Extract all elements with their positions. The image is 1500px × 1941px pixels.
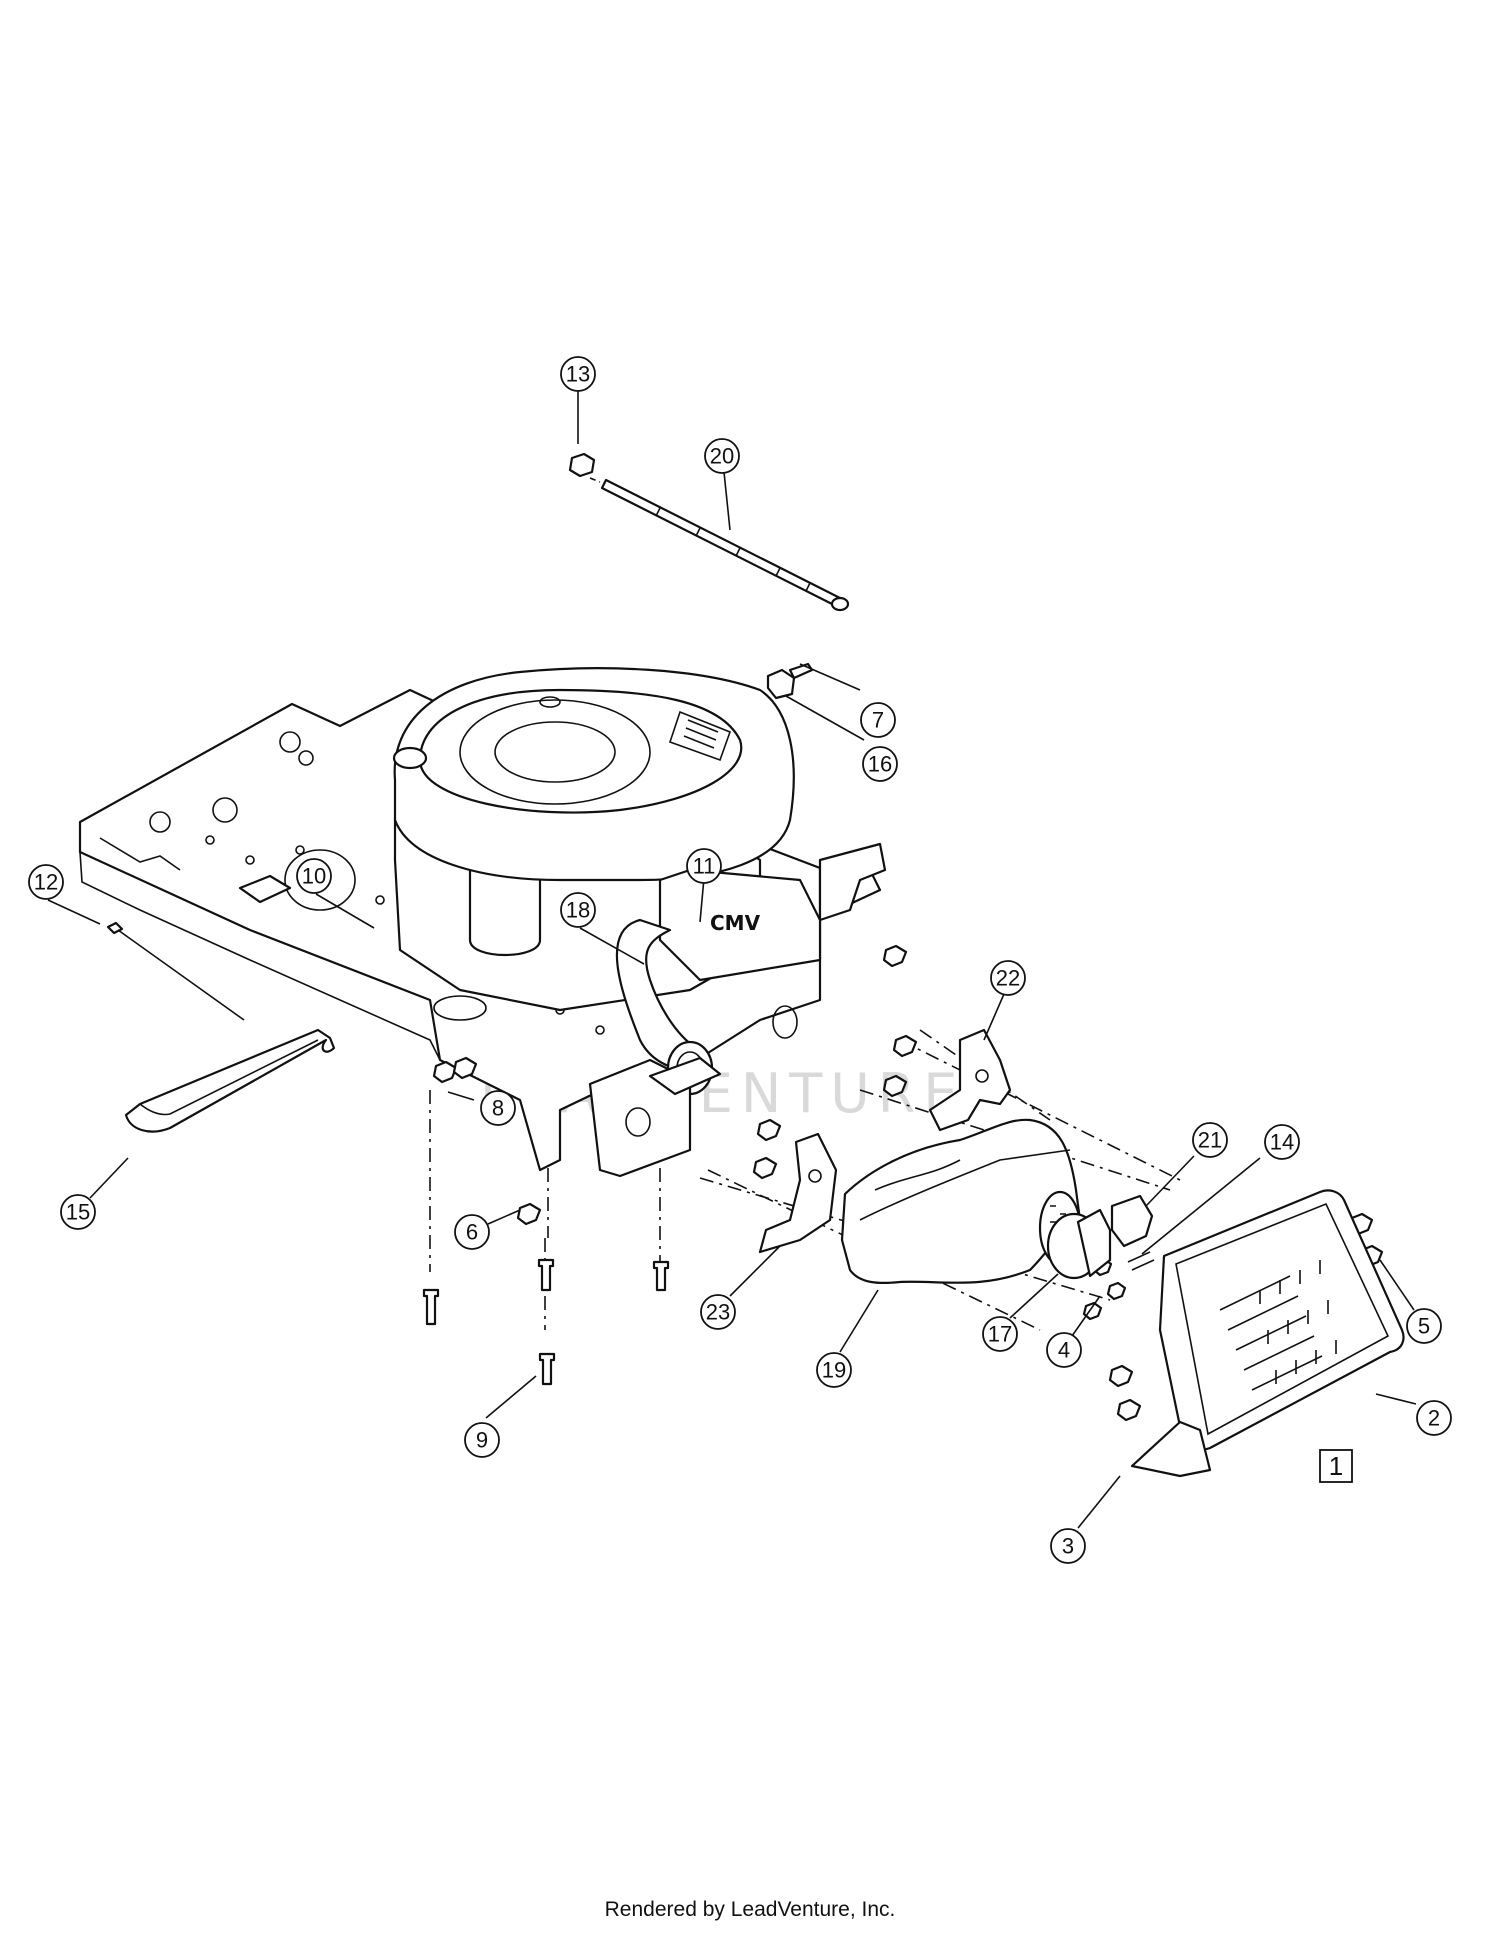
callout-14: 14 bbox=[1264, 1124, 1300, 1160]
callout-7-label: 7 bbox=[872, 708, 884, 733]
callout-13: 13 bbox=[560, 356, 596, 392]
callout-10-label: 10 bbox=[302, 864, 326, 889]
callout-19-label: 19 bbox=[822, 1358, 846, 1383]
engine-assembly: CMV bbox=[392, 667, 887, 1096]
callout-9-label: 9 bbox=[476, 1428, 488, 1453]
callout-9: 9 bbox=[464, 1422, 500, 1458]
part-7-16-clip bbox=[766, 662, 814, 700]
front-bracket bbox=[588, 1056, 722, 1178]
callout-5-label: 5 bbox=[1418, 1314, 1430, 1339]
callout-20: 20 bbox=[704, 438, 740, 474]
callout-15-label: 15 bbox=[66, 1200, 90, 1225]
callout-8-label: 8 bbox=[492, 1096, 504, 1121]
callout-2: 2 bbox=[1416, 1400, 1452, 1436]
callout-22: 22 bbox=[990, 960, 1026, 996]
footer-credit: Rendered by LeadVenture, Inc. bbox=[604, 1898, 896, 1921]
callout-18: 18 bbox=[560, 892, 596, 928]
callout-6-label: 6 bbox=[466, 1220, 478, 1245]
callout-21: 21 bbox=[1192, 1122, 1228, 1158]
callout-11-label: 11 bbox=[693, 854, 716, 879]
leader-lines bbox=[47, 390, 1417, 1529]
callout-13-label: 13 bbox=[566, 362, 590, 387]
callout-11: 11 bbox=[686, 848, 722, 884]
callout-8: 8 bbox=[480, 1090, 516, 1126]
part-12-rod bbox=[106, 921, 245, 1021]
callout-10: 10 bbox=[296, 858, 332, 894]
part-2-muffler-guard bbox=[1130, 1189, 1405, 1478]
part-21-deflector bbox=[1110, 1194, 1154, 1248]
callout-20-label: 20 bbox=[710, 444, 734, 469]
callout-16-label: 16 bbox=[868, 752, 892, 777]
part-23-bracket bbox=[758, 1132, 838, 1254]
engine-brand-label: CMV bbox=[710, 911, 761, 935]
part-22-bracket bbox=[928, 1028, 1012, 1132]
part-15-cover-strip bbox=[124, 1028, 336, 1133]
callout-19: 19 bbox=[816, 1352, 852, 1388]
callout-12-label: 12 bbox=[34, 870, 58, 895]
part-20-rod bbox=[589, 477, 850, 612]
callout-22-label: 22 bbox=[996, 966, 1020, 991]
callout-18-label: 18 bbox=[566, 898, 590, 923]
part-14-screws bbox=[1127, 1251, 1155, 1271]
callout-21-label: 21 bbox=[1198, 1128, 1222, 1153]
bolts bbox=[422, 944, 1384, 1422]
callout-15: 15 bbox=[60, 1194, 96, 1230]
callout-2-label: 2 bbox=[1428, 1406, 1440, 1431]
callout-3: 3 bbox=[1050, 1528, 1086, 1564]
callout-4: 4 bbox=[1046, 1332, 1082, 1368]
callout-4-label: 4 bbox=[1058, 1338, 1070, 1363]
callout-16: 16 bbox=[862, 746, 898, 782]
assembly-box-1: 1 bbox=[1319, 1449, 1353, 1483]
assembly-box-label: 1 bbox=[1329, 1451, 1343, 1481]
callout-7: 7 bbox=[860, 702, 896, 738]
callout-23-label: 23 bbox=[706, 1300, 730, 1325]
callout-12: 12 bbox=[28, 864, 64, 900]
callout-23: 23 bbox=[700, 1294, 736, 1330]
callout-6: 6 bbox=[454, 1214, 490, 1250]
callout-14-label: 14 bbox=[1270, 1130, 1294, 1155]
part-17-spark-arrestor bbox=[1046, 1208, 1112, 1280]
part-19-muffler bbox=[840, 1118, 1082, 1285]
callout-3-label: 3 bbox=[1062, 1534, 1074, 1559]
callout-5: 5 bbox=[1406, 1308, 1442, 1344]
callout-17-label: 17 bbox=[988, 1322, 1012, 1347]
callout-17: 17 bbox=[982, 1316, 1018, 1352]
part-13-nut bbox=[568, 452, 596, 478]
